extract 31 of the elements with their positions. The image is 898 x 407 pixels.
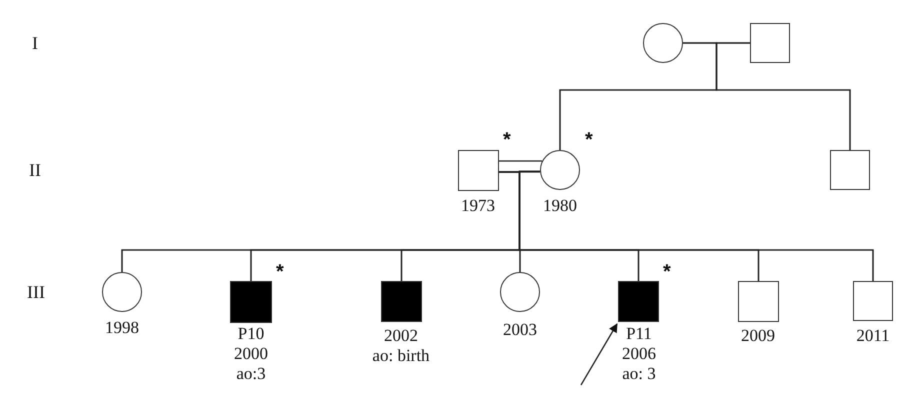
birth-year-label: 1998 <box>104 318 140 338</box>
male-symbol <box>738 281 779 322</box>
individual-info-label: P10 2000 ao:3 <box>233 324 269 384</box>
male-symbol <box>853 281 893 321</box>
female-symbol <box>500 272 540 312</box>
affected-male-symbol <box>618 281 659 322</box>
female-symbol <box>643 23 683 63</box>
partner-line <box>499 160 542 162</box>
male-symbol <box>830 150 870 190</box>
asterisk-mark: * <box>503 130 511 150</box>
asterisk-mark: * <box>276 262 284 282</box>
birth-year-label: 1973 <box>460 196 496 216</box>
asterisk-mark: * <box>663 262 671 282</box>
female-symbol <box>102 272 142 312</box>
affected-male-symbol <box>381 281 422 322</box>
birth-year-label: 2003 <box>502 320 538 340</box>
birth-year-label: 1980 <box>542 196 578 216</box>
male-symbol <box>458 150 499 191</box>
proband-arrow <box>580 323 618 386</box>
individual-info-label: 2002 ao: birth <box>372 326 430 366</box>
generation-label: III <box>27 282 45 302</box>
individual-info-label: P11 2006 ao: 3 <box>621 324 657 384</box>
female-symbol <box>540 150 580 190</box>
male-symbol <box>750 23 790 63</box>
generation-label: I <box>32 33 38 53</box>
generation-label: II <box>29 160 41 180</box>
affected-male-symbol <box>230 281 272 323</box>
descent-line <box>716 42 851 150</box>
asterisk-mark: * <box>585 130 593 150</box>
birth-year-label: 2011 <box>855 326 891 346</box>
birth-year-label: 2009 <box>740 326 776 346</box>
